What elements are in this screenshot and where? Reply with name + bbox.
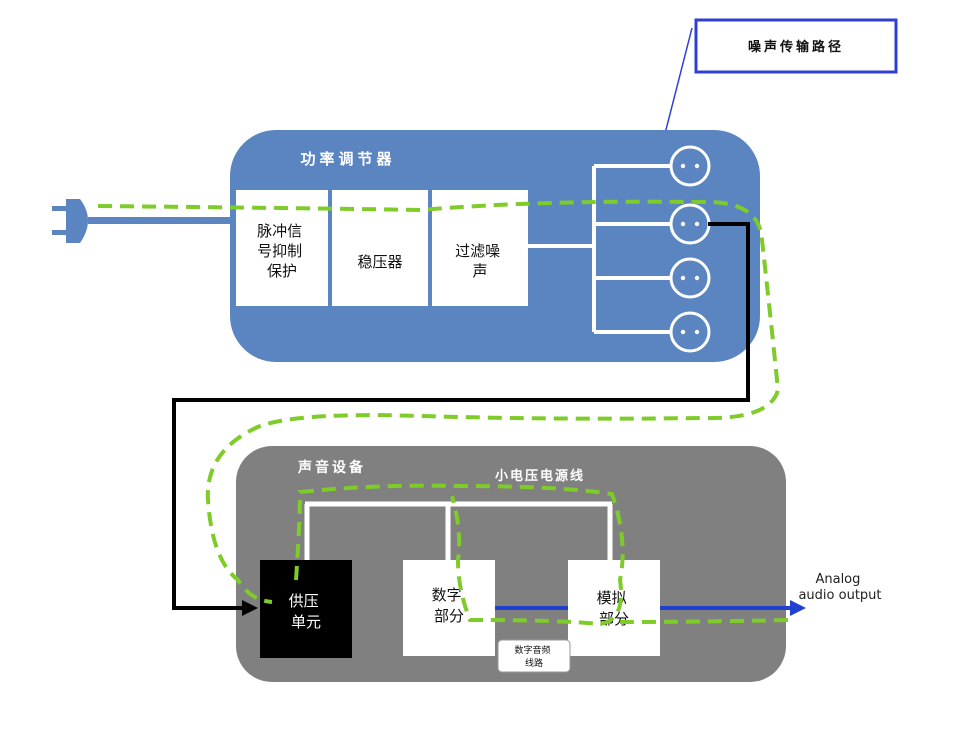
digital-section bbox=[403, 560, 495, 656]
noise-filter-label: 过滤噪 声 bbox=[455, 242, 505, 280]
power-cable bbox=[172, 222, 750, 616]
noise-path-mains bbox=[97, 199, 781, 604]
outlet-icon bbox=[669, 145, 711, 187]
surge-protection-line-3: 保护 bbox=[267, 262, 297, 280]
voltage-regulator-line-1: 稳压器 bbox=[357, 253, 402, 271]
noise-filter-line-2: 声 bbox=[472, 262, 487, 280]
callout-box bbox=[694, 18, 898, 74]
outlet-icon bbox=[669, 311, 711, 353]
audio-device-title: 声音设备 bbox=[297, 459, 366, 476]
mains-cord bbox=[88, 217, 234, 224]
noise-filter-line-1: 过滤噪 bbox=[455, 242, 500, 260]
digital-section-line-1: 数字 bbox=[432, 586, 462, 604]
power-line-label: 小电压电源线 bbox=[495, 468, 585, 484]
supply-unit-line-2: 单元 bbox=[291, 613, 321, 631]
digital-audio-line-label: 数字音频 线路 bbox=[515, 644, 554, 669]
analog-output-label: Analog audio output bbox=[798, 572, 881, 603]
digital-audio-line-line-2: 线路 bbox=[525, 657, 543, 669]
outlet-bus bbox=[528, 164, 672, 334]
voltage-regulator-label: 稳压器 bbox=[357, 253, 402, 271]
analog-output-line-1: Analog bbox=[815, 572, 860, 587]
low-voltage-power-lines bbox=[304, 501, 613, 562]
digital-audio-line-line-1: 数字音频 bbox=[515, 644, 551, 656]
analog-output-arrow bbox=[660, 600, 806, 616]
outlet-icon bbox=[669, 257, 711, 299]
noise-path-callout: 噪声传输路径 bbox=[645, 18, 898, 209]
plug-icon bbox=[52, 199, 234, 243]
supply-unit bbox=[260, 560, 352, 658]
power-conditioner-title: 功率调节器 bbox=[300, 150, 395, 168]
arrowhead-icon bbox=[790, 600, 806, 616]
audio-device: 声音设备 小电压电源线 供压 单元 数字 部分 模拟 部分 bbox=[236, 446, 786, 682]
surge-protection-label: 脉冲信 号抑制 保护 bbox=[257, 222, 307, 280]
surge-protection-line-1: 脉冲信 bbox=[257, 222, 302, 240]
digital-section-line-2: 部分 bbox=[434, 607, 464, 625]
callout-label: 噪声传输路径 bbox=[748, 39, 844, 55]
analog-output-line-2: audio output bbox=[798, 588, 881, 603]
arrowhead-icon bbox=[242, 600, 258, 616]
outlet-icon bbox=[669, 203, 711, 245]
surge-protection-line-2: 号抑制 bbox=[257, 242, 302, 260]
digital-section-label: 数字 部分 bbox=[432, 586, 467, 625]
digital-audio-line-tag bbox=[497, 639, 571, 673]
noise-filter-stage bbox=[432, 190, 528, 306]
noise-path bbox=[97, 199, 791, 627]
supply-unit-line-1: 供压 bbox=[289, 592, 319, 610]
analog-section bbox=[568, 560, 660, 656]
power-conditioner: 功率调节器 脉冲信 号抑制 保护 稳压器 过滤噪 声 bbox=[230, 130, 760, 362]
supply-unit-label: 供压 单元 bbox=[289, 592, 324, 631]
